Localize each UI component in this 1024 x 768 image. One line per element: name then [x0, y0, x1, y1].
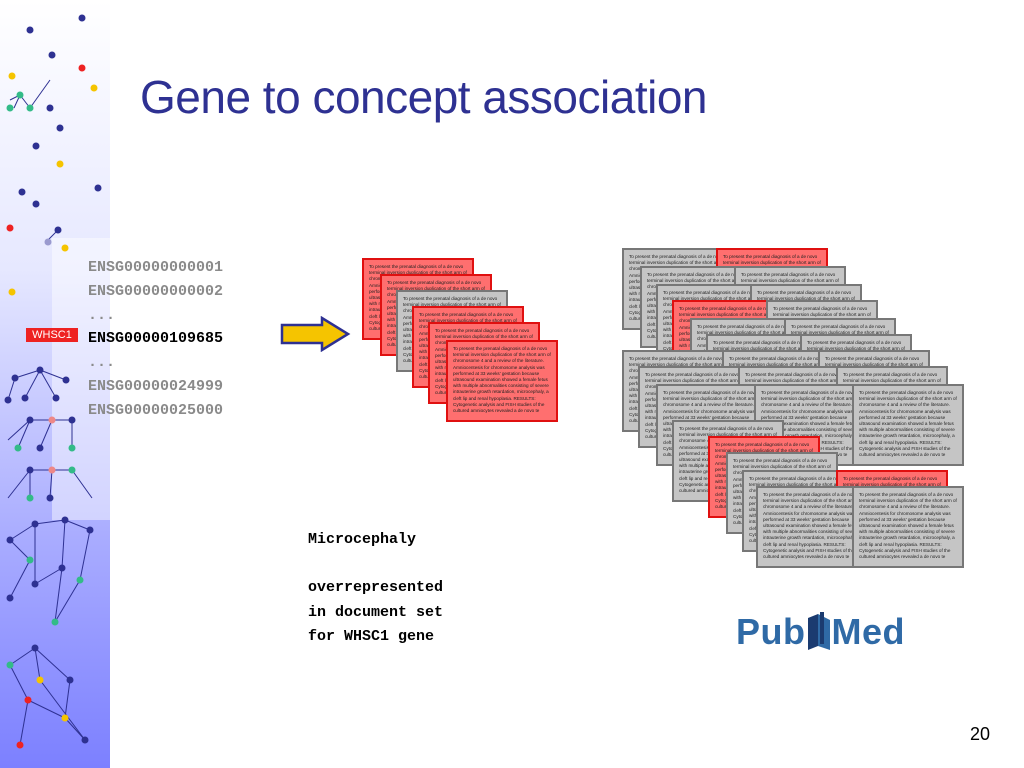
- document-snippet: To present the prenatal diagnosis of a d…: [763, 492, 861, 560]
- gene-item: ENSG00000000002: [88, 282, 224, 300]
- document-thumbnail: To present the prenatal diagnosis of a d…: [756, 486, 868, 568]
- document-thumbnail: To present the prenatal diagnosis of a d…: [852, 486, 964, 568]
- document-thumbnail-relevant: To present the prenatal diagnosis of a d…: [446, 340, 558, 422]
- document-snippet: To present the prenatal diagnosis of a d…: [453, 346, 551, 414]
- page-number: 20: [969, 724, 990, 744]
- gene-item-selected: ENSG00000109685: [88, 330, 224, 348]
- gene-ellipsis: ...: [88, 354, 116, 372]
- left-decor-band: [0, 0, 110, 768]
- document-snippet: To present the prenatal diagnosis of a d…: [859, 492, 957, 560]
- caption-line: for WHSC1 gene: [308, 628, 435, 646]
- pubmed-book-icon: [807, 612, 830, 650]
- caption-line: in document set: [308, 603, 444, 621]
- network-graph-decoration: [4, 14, 102, 749]
- caption-line: Microcephaly: [308, 531, 417, 548]
- caption-line: overrepresented: [308, 579, 444, 597]
- pubmed-logo-left: Pub: [736, 611, 806, 652]
- gene-item: ENSG00000025000: [88, 401, 224, 419]
- gene-item: ENSG00000000001: [88, 259, 224, 276]
- caption: Microcephaly overrepresented in document…: [308, 528, 443, 650]
- right-arrow-icon: [280, 316, 351, 352]
- gene-ellipsis: ...: [88, 306, 116, 324]
- document-snippet: To present the prenatal diagnosis of a d…: [859, 390, 957, 458]
- gene-list: ENSG00000000001 ENSG00000000002 ... ENSG…: [88, 256, 223, 423]
- slide-title: Gene to concept association: [140, 71, 707, 123]
- caption-line: [308, 552, 443, 576]
- gene-item: ENSG00000024999: [88, 377, 224, 395]
- pubmed-logo-right: Med: [831, 611, 905, 652]
- whsc1-gene-tag: WHSC1: [26, 328, 78, 342]
- pubmed-logo: Pub Med: [736, 610, 905, 653]
- left-decor-panel: [52, 238, 110, 520]
- document-thumbnail: To present the prenatal diagnosis of a d…: [852, 384, 964, 466]
